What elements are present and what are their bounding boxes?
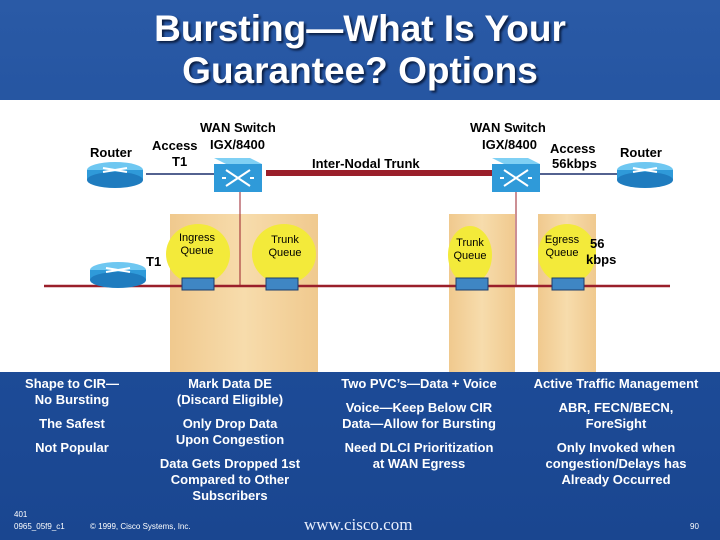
col3-item-3: Need DLCI Prioritization at WAN Egress xyxy=(344,440,494,471)
router-right-icon xyxy=(617,162,673,188)
trunk-queue-box-right xyxy=(455,277,489,291)
igx-left-label: IGX/8400 xyxy=(210,137,265,152)
router-right-label: Router xyxy=(620,145,662,160)
col4-item-1: Active Traffic Management xyxy=(533,376,699,391)
footer-website: www.cisco.com xyxy=(304,515,413,534)
footer-code-2: 0965_05f9_c1 xyxy=(14,522,65,531)
col4-item-2: ABR, FECN/BECN, ForeSight xyxy=(558,400,674,431)
ingress-queue-label: Ingress Queue xyxy=(178,232,216,257)
inter-nodal-trunk-label: Inter-Nodal Trunk xyxy=(312,156,420,171)
router-left-icon xyxy=(87,162,143,188)
footer-page-number: 90 xyxy=(690,522,699,531)
col3-item-1: Two PVC’s—Data + Voice xyxy=(341,376,497,391)
diagram-area xyxy=(0,100,720,372)
t1-ingress-label: T1 xyxy=(146,254,162,269)
egress-56-label: 56 xyxy=(590,236,605,251)
col1-item-2: The Safest xyxy=(39,416,105,431)
egress-queue-box xyxy=(551,277,585,291)
title-line-2: Guarantee? Options xyxy=(182,50,538,91)
trunk-queue-left-label: Trunk Queue xyxy=(268,234,302,259)
router-left-label: Router xyxy=(90,145,132,160)
trunk-queue-ellipse-left xyxy=(252,224,316,284)
col3-item-2: Voice—Keep Below CIR Data—Allow for Burs… xyxy=(342,400,496,431)
egress-kbps-label: kbps xyxy=(586,252,617,267)
footer-copyright: © 1999, Cisco Systems, Inc. xyxy=(90,522,191,531)
col2-item-1: Mark Data DE (Discard Eligible) xyxy=(176,376,284,407)
column-4: Active Traffic Management ABR, FECN/BECN… xyxy=(518,376,714,488)
wan-switch-right-label: WAN Switch xyxy=(470,120,546,135)
title-line-1: Bursting—What Is Your xyxy=(154,8,566,49)
trunk-queue-right-label: Trunk Queue xyxy=(453,237,487,262)
col1-item-3: Not Popular xyxy=(35,440,109,455)
kbps-right-label: 56kbps xyxy=(552,156,597,171)
access-right-label: Access xyxy=(550,141,596,156)
network-diagram xyxy=(44,158,673,291)
trunk-queue-box-left xyxy=(265,277,299,291)
wan-switch-left-label: WAN Switch xyxy=(200,120,276,135)
col2-item-3: Data Gets Dropped 1st Compared to Other … xyxy=(159,456,301,503)
col2-item-2: Only Drop Data Upon Congestion xyxy=(175,416,285,447)
router-t1-icon xyxy=(90,262,146,288)
access-left-label: Access xyxy=(152,138,198,153)
slide-title: Bursting—What Is Your Guarantee? Options xyxy=(0,8,720,92)
igx-right-label: IGX/8400 xyxy=(482,137,537,152)
col1-item-1: Shape to CIR— No Bursting xyxy=(25,376,119,407)
t1-left-label: T1 xyxy=(172,154,188,169)
wan-switch-left-icon xyxy=(214,158,262,192)
column-1: Shape to CIR— No Bursting The Safest Not… xyxy=(14,376,130,456)
egress-queue-ellipse xyxy=(538,224,596,284)
ingress-queue-box xyxy=(181,277,215,291)
wan-switch-right-icon xyxy=(492,158,540,192)
egress-queue-label: Egress Queue xyxy=(544,234,580,259)
column-2: Mark Data DE (Discard Eligible) Only Dro… xyxy=(150,376,310,504)
col4-item-3: Only Invoked when congestion/Delays has … xyxy=(545,440,687,487)
ingress-queue-ellipse xyxy=(166,224,230,284)
inter-nodal-trunk-bar xyxy=(266,170,492,176)
trunk-queue-ellipse-right xyxy=(448,226,492,284)
footer-code-1: 401 xyxy=(14,510,28,519)
column-3: Two PVC’s—Data + Voice Voice—Keep Below … xyxy=(326,376,512,472)
